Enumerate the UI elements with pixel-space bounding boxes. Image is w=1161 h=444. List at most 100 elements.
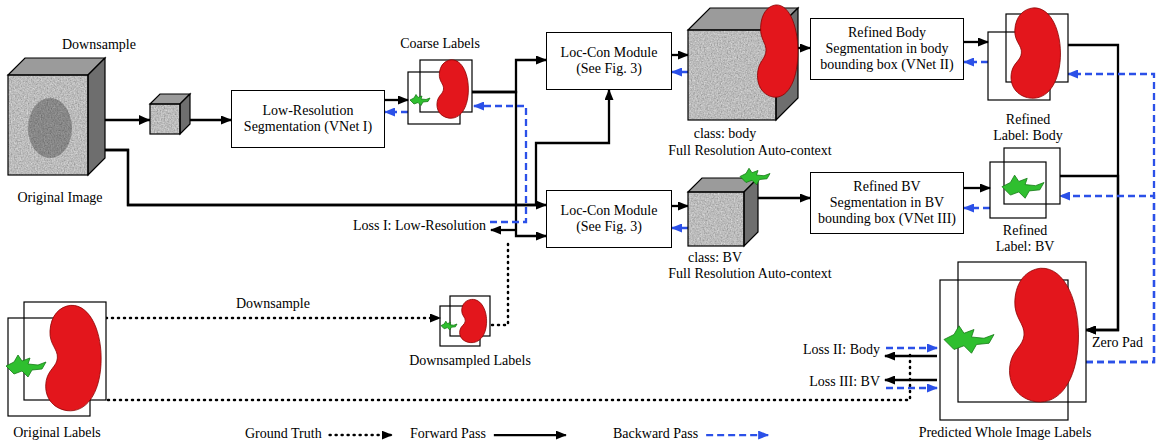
caption-text: Downsampled Labels <box>390 353 550 369</box>
connector <box>798 47 810 49</box>
legend-text: Ground Truth <box>245 426 322 442</box>
connector <box>758 197 810 199</box>
loss-label: Downsample <box>62 37 136 53</box>
kidney-body <box>1011 8 1060 98</box>
cube-face <box>8 75 88 175</box>
loss-label: Loss II: Body <box>803 342 880 358</box>
downsampled-volume <box>139 94 190 134</box>
image-volume: class: bodyFull Resolution Auto-context <box>688 8 798 120</box>
kidney-body <box>757 5 797 97</box>
cube-face <box>744 178 758 246</box>
label-volume <box>440 296 490 346</box>
label-volume <box>408 60 472 124</box>
caption-text: Full Resolution Auto-context <box>645 143 855 159</box>
connector <box>385 111 408 113</box>
kidney-body <box>437 60 468 118</box>
connector <box>385 99 408 101</box>
label-volume: Coarse Labels <box>408 60 472 124</box>
caption-text: Refined Label: BV <box>985 223 1065 255</box>
caption-text: Original Labels <box>0 425 127 441</box>
process-box: Refined BV Segmentation in BV bounding b… <box>810 172 964 234</box>
legend-sample <box>330 434 392 437</box>
label-volume: Downsampled Labels <box>440 296 490 346</box>
legend-text: Forward Pass <box>410 426 486 442</box>
connector <box>105 150 546 205</box>
box-text: Refined Body Segmentation in body boundi… <box>816 25 958 73</box>
blood-vessel <box>6 355 46 377</box>
connector <box>672 71 688 73</box>
box-text: Refined BV Segmentation in BV bounding b… <box>816 179 958 227</box>
kidney-body <box>460 299 487 342</box>
process-box: Low-Resolution Segmentation (VNet I) <box>231 90 385 148</box>
process-box: Refined Body Segmentation in body boundi… <box>810 18 964 80</box>
cube-face <box>150 104 180 134</box>
loss-arrow <box>491 229 516 231</box>
legend-sample <box>494 434 566 436</box>
cube-face <box>688 192 744 246</box>
label-volume: Original Labels <box>8 302 106 416</box>
kidney-body <box>1010 268 1079 402</box>
process-box: Loc-Con Module (See Fig. 3) <box>546 190 672 248</box>
blood-vessel <box>1002 175 1044 198</box>
blood-vessel <box>740 168 770 185</box>
connector <box>964 207 990 209</box>
image-volume: class: BVFull Resolution Auto-context <box>688 178 758 246</box>
connector <box>672 205 688 207</box>
caption-text: class: body <box>685 126 765 142</box>
connector <box>672 227 688 229</box>
box-text: Low-Resolution Segmentation (VNet I) <box>237 103 379 135</box>
cube-face <box>1004 148 1060 204</box>
caption-text: Original Image <box>0 190 120 206</box>
ground-truth-line <box>108 350 910 400</box>
label-volume <box>6 302 106 416</box>
label-volume: Refined Label: Body <box>988 14 1068 100</box>
cube-face <box>88 58 105 175</box>
label-volume <box>990 148 1060 218</box>
connector <box>964 41 988 43</box>
loss-arrow <box>885 379 937 381</box>
connector <box>106 317 440 320</box>
backward-arrow <box>886 387 937 389</box>
image-texture <box>8 75 88 175</box>
image-volume <box>8 58 105 175</box>
caption-text: class: BV <box>675 250 755 266</box>
blood-vessel <box>944 326 994 354</box>
caption-text: Coarse Labels <box>370 36 510 52</box>
edge-label: Downsample <box>236 296 310 312</box>
label-volume <box>940 262 1086 420</box>
edge-label: Zero Pad <box>1092 335 1143 351</box>
process-box: Loc-Con Module (See Fig. 3) <box>546 32 672 90</box>
bv-context-volume <box>688 168 770 246</box>
loss-arrows <box>108 106 937 400</box>
connector <box>964 61 988 63</box>
loss-arrow <box>885 355 937 357</box>
box-text: Loc-Con Module (See Fig. 3) <box>557 45 662 77</box>
connector <box>672 54 688 56</box>
backward-arrow <box>474 106 526 222</box>
image-texture <box>150 104 180 134</box>
label-volume: Predicted Whole Image Labels <box>940 262 1086 420</box>
box-text: Loc-Con Module (See Fig. 3) <box>557 203 662 235</box>
loss-label: Loss I: Low-Resolution <box>353 218 486 234</box>
blood-vessel <box>410 95 430 106</box>
connector <box>964 187 990 189</box>
loss-label: Loss III: BV <box>809 374 880 390</box>
image-volume: Original Image <box>8 58 105 175</box>
backward-arrow <box>886 347 937 349</box>
ground-truth-line <box>492 240 508 325</box>
blood-vessel <box>441 321 457 330</box>
connector <box>472 60 546 92</box>
label-volume <box>988 8 1068 100</box>
legend-text: Backward Pass <box>613 426 698 442</box>
label-volume: Refined Label: BV <box>990 148 1060 218</box>
image-texture <box>688 192 744 246</box>
kidney-body <box>46 305 101 410</box>
legend-sample <box>706 434 768 436</box>
body-context-volume <box>688 5 798 120</box>
image-texture <box>28 98 72 158</box>
caption-text: Full Resolution Auto-context <box>645 266 855 282</box>
arrow-head <box>139 115 150 125</box>
cube-face <box>180 94 190 134</box>
caption-text: Refined Label: Body <box>988 112 1068 144</box>
